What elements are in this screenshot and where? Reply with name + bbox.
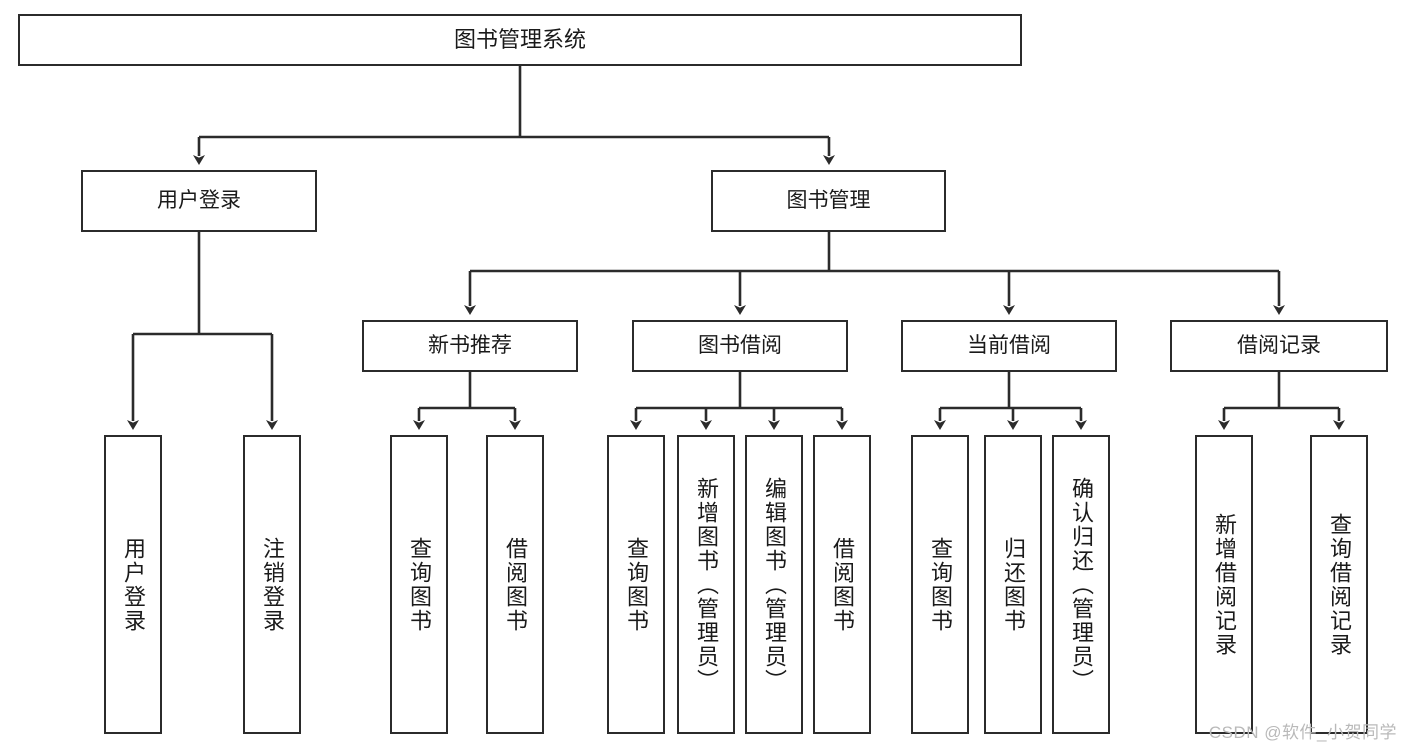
node-user-login[interactable]: 用户登录 bbox=[81, 170, 317, 232]
node-root-label: 图书管理系统 bbox=[453, 26, 586, 52]
node-leaf-user-login[interactable]: 用户登录 bbox=[104, 435, 162, 734]
node-leaf-edit-book-admin-label: 编辑图书（管理员） bbox=[762, 476, 787, 693]
node-leaf-query-borrow-record[interactable]: 查询借阅记录 bbox=[1310, 435, 1368, 734]
node-new-book-recommend-label: 新书推荐 bbox=[428, 333, 512, 357]
node-leaf-query-book-3[interactable]: 查询图书 bbox=[911, 435, 969, 734]
node-current-borrow[interactable]: 当前借阅 bbox=[901, 320, 1117, 372]
node-leaf-add-borrow-record[interactable]: 新增借阅记录 bbox=[1195, 435, 1253, 734]
node-leaf-query-book-1-label: 查询图书 bbox=[407, 536, 432, 633]
node-book-borrow[interactable]: 图书借阅 bbox=[632, 320, 848, 372]
node-leaf-query-book-2[interactable]: 查询图书 bbox=[607, 435, 665, 734]
node-leaf-user-login-label: 用户登录 bbox=[121, 536, 146, 633]
node-leaf-add-borrow-record-label: 新增借阅记录 bbox=[1212, 512, 1237, 657]
node-leaf-query-book-2-label: 查询图书 bbox=[624, 536, 649, 633]
node-leaf-confirm-return-admin[interactable]: 确认归还（管理员） bbox=[1052, 435, 1110, 734]
node-book-manage-label: 图书管理 bbox=[786, 188, 871, 212]
node-borrow-record-label: 借阅记录 bbox=[1237, 333, 1321, 357]
node-leaf-query-borrow-record-label: 查询借阅记录 bbox=[1327, 512, 1352, 657]
node-current-borrow-label: 当前借阅 bbox=[967, 333, 1051, 357]
node-leaf-return-book[interactable]: 归还图书 bbox=[984, 435, 1042, 734]
node-leaf-confirm-return-admin-label: 确认归还（管理员） bbox=[1069, 476, 1094, 693]
node-book-manage[interactable]: 图书管理 bbox=[711, 170, 946, 232]
node-leaf-add-book-admin[interactable]: 新增图书（管理员） bbox=[677, 435, 735, 734]
node-leaf-user-logout[interactable]: 注销登录 bbox=[243, 435, 301, 734]
node-root[interactable]: 图书管理系统 bbox=[18, 14, 1022, 66]
node-leaf-return-book-label: 归还图书 bbox=[1001, 536, 1026, 633]
node-leaf-query-book-1[interactable]: 查询图书 bbox=[390, 435, 448, 734]
node-leaf-add-book-admin-label: 新增图书（管理员） bbox=[694, 476, 719, 693]
node-leaf-query-book-3-label: 查询图书 bbox=[928, 536, 953, 633]
node-borrow-record[interactable]: 借阅记录 bbox=[1170, 320, 1388, 372]
node-leaf-borrow-book-1[interactable]: 借阅图书 bbox=[486, 435, 544, 734]
watermark: CSDN @软件_小贺同学 bbox=[1208, 723, 1397, 742]
node-leaf-borrow-book-1-label: 借阅图书 bbox=[503, 536, 528, 633]
node-user-login-label: 用户登录 bbox=[157, 188, 241, 212]
node-leaf-edit-book-admin[interactable]: 编辑图书（管理员） bbox=[745, 435, 803, 734]
node-leaf-borrow-book-2[interactable]: 借阅图书 bbox=[813, 435, 871, 734]
node-new-book-recommend[interactable]: 新书推荐 bbox=[362, 320, 578, 372]
node-book-borrow-label: 图书借阅 bbox=[698, 333, 782, 357]
node-leaf-borrow-book-2-label: 借阅图书 bbox=[830, 536, 855, 633]
node-leaf-user-logout-label: 注销登录 bbox=[260, 536, 285, 633]
